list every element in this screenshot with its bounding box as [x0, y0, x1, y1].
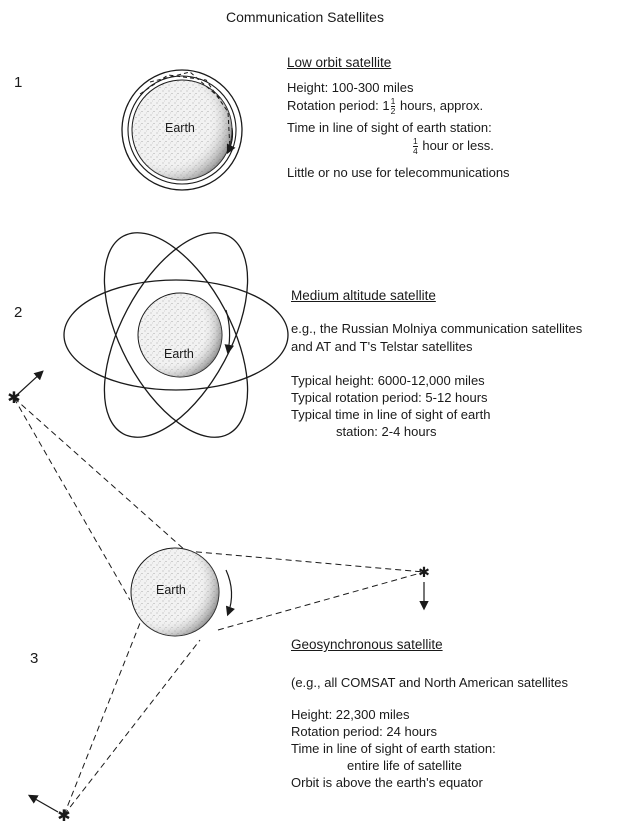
section-number-2: 2	[14, 304, 23, 321]
satellite-right: ✱	[418, 565, 430, 611]
sight-line	[63, 617, 143, 816]
section-heading-medium-altitude: Medium altitude satellite	[291, 288, 436, 303]
geo-line: Height: 22,300 miles	[291, 707, 410, 722]
section-number-3: 3	[30, 650, 39, 667]
low-orbit-ring	[121, 69, 243, 191]
svg-text:✱: ✱	[57, 806, 70, 824]
geo-line: (e.g., all COMSAT and North American sat…	[291, 675, 568, 690]
sight-line	[13, 397, 131, 601]
geo-line: Rotation period: 24 hours	[291, 724, 437, 739]
medium-orbit-figure	[63, 232, 289, 438]
medium-line: and AT and T's Telstar satellites	[291, 339, 473, 354]
low-orbit-figure	[121, 69, 243, 191]
medium-orbit-tilted-a	[103, 232, 249, 438]
geo-line: Orbit is above the earth's equator	[291, 775, 483, 790]
medium-line: Typical time in line of sight of earth	[291, 407, 491, 422]
medium-line: Typical rotation period: 5-12 hours	[291, 390, 488, 405]
sight-line	[63, 639, 201, 816]
earth-3-shade	[131, 548, 219, 636]
earth-rotation-arrow	[225, 569, 235, 617]
earth-label-2: Earth	[164, 347, 194, 361]
earth-2-shade	[138, 293, 222, 377]
medium-orbit-arrow	[224, 309, 235, 355]
earth-1-shade	[132, 80, 232, 180]
medium-line: e.g., the Russian Molniya communication …	[291, 321, 583, 336]
page-title: Communication Satellites	[226, 9, 384, 25]
satellite-left: ✱	[7, 370, 44, 407]
low-orbit-height: Height: 100-300 miles	[287, 80, 414, 95]
svg-text:✱: ✱	[7, 388, 20, 407]
low-orbit-arrow	[226, 127, 236, 155]
section-heading-low-orbit: Low orbit satellite	[287, 55, 392, 70]
earth-label-3: Earth	[156, 583, 186, 597]
geo-line: Time in line of sight of earth station:	[291, 741, 496, 756]
geosynchronous-figure: ✱ ✱ ✱	[7, 370, 430, 824]
geo-line: entire life of satellite	[347, 758, 462, 773]
low-orbit-line-of-sight: Time in line of sight of earth station:	[287, 120, 492, 135]
medium-line: Typical height: 6000-12,000 miles	[291, 373, 485, 388]
medium-orbit-horizontal	[63, 279, 289, 391]
low-orbit-ring-inner	[127, 75, 237, 185]
section-heading-geosynchronous: Geosynchronous satellite	[291, 637, 443, 652]
svg-text:✱: ✱	[418, 565, 430, 581]
low-orbit-sight-lines	[139, 74, 231, 151]
sight-line	[13, 397, 187, 552]
low-orbit-use: Little or no use for telecommunications	[287, 165, 510, 180]
section-number-1: 1	[14, 74, 23, 91]
sight-line	[217, 571, 425, 631]
medium-line: station: 2-4 hours	[336, 424, 437, 439]
earth-label-1: Earth	[165, 121, 195, 135]
sight-line	[185, 550, 425, 573]
satellite-bottom: ✱	[27, 794, 71, 824]
medium-orbit-tilted-b	[103, 232, 249, 438]
